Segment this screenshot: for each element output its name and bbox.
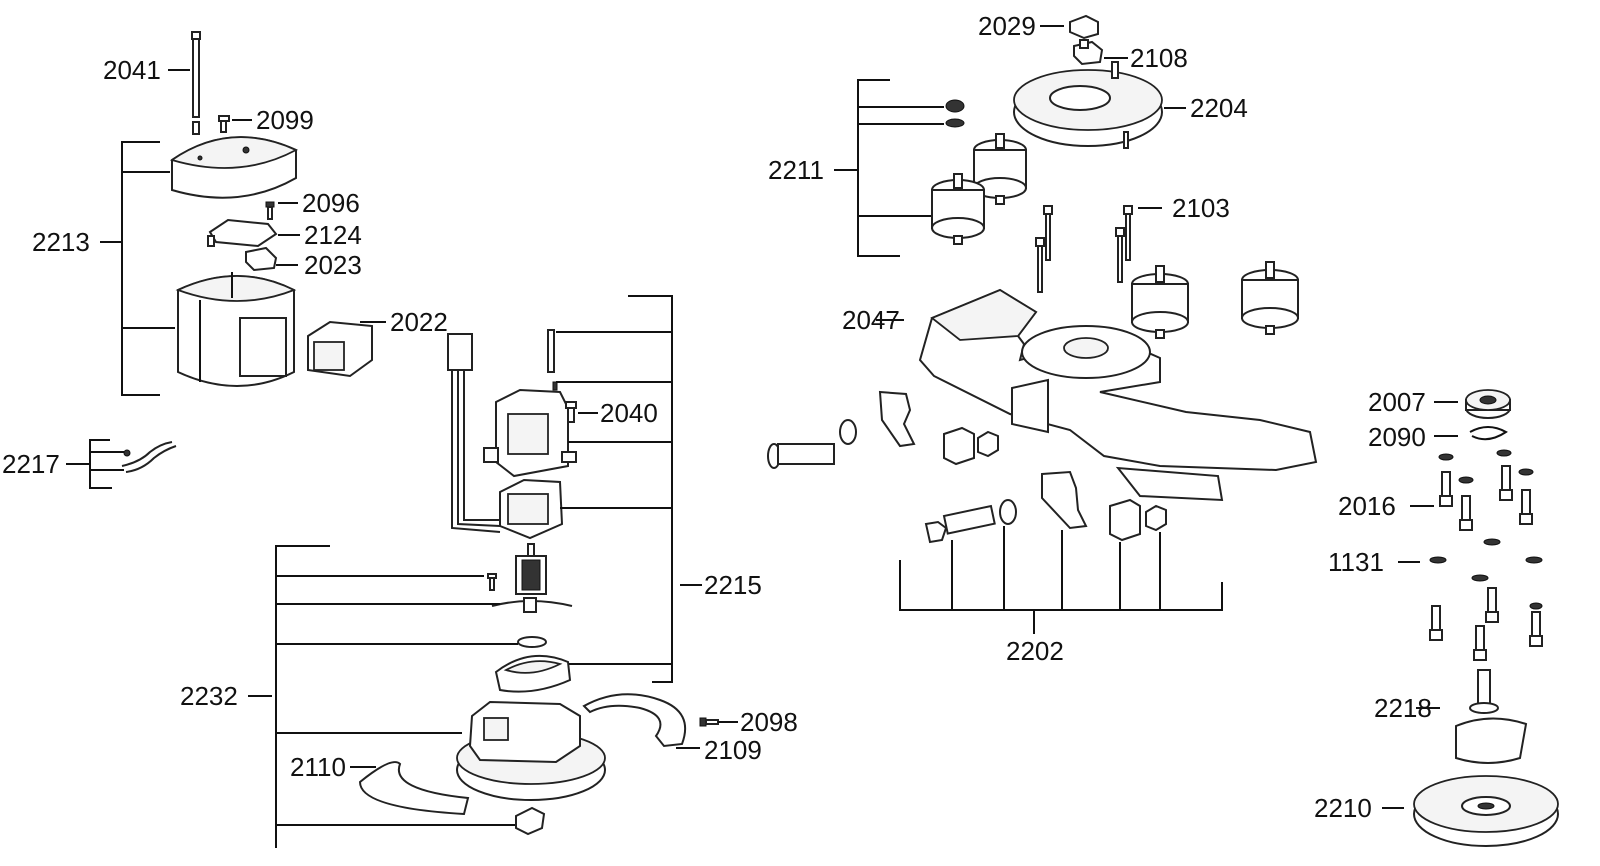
part-2218-hub xyxy=(1455,669,1528,764)
part-motor-cap xyxy=(169,136,299,199)
bracket-2232 xyxy=(275,545,330,848)
part-2098-screw xyxy=(699,717,719,727)
part-2217-cable-clip xyxy=(121,441,177,473)
label-2023: 2023 xyxy=(304,250,362,280)
label-2040: 2040 xyxy=(600,398,658,428)
part-damper-3 xyxy=(1131,265,1189,339)
bracket-2211 xyxy=(857,79,900,257)
label-2099: 2099 xyxy=(256,105,314,135)
label-2110: 2110 xyxy=(290,752,346,782)
part-field-coil xyxy=(499,478,564,540)
label-2218: 2218 xyxy=(1374,693,1432,723)
bracket-2217 xyxy=(89,439,112,489)
part-damper-1 xyxy=(973,133,1027,205)
label-2215: 2215 xyxy=(704,570,762,600)
part-cable-harness xyxy=(447,333,501,533)
part-2047-frame xyxy=(918,288,1318,502)
label-2016: 2016 xyxy=(1338,491,1396,521)
part-2204-top-plate xyxy=(1013,61,1163,149)
label-2022: 2022 xyxy=(390,307,448,337)
label-2007: 2007 xyxy=(1368,387,1426,417)
part-2103-bolts xyxy=(1035,205,1133,293)
part-2202-hardware-lower xyxy=(924,470,1167,544)
part-2202-hardware-upper xyxy=(767,390,999,469)
label-2202: 2202 xyxy=(1006,636,1064,666)
part-damper-2 xyxy=(931,173,985,245)
label-2108: 2108 xyxy=(1130,43,1188,73)
part-2016-bolts xyxy=(1438,449,1534,531)
label-2213: 2213 xyxy=(32,227,90,257)
label-2124: 2124 xyxy=(304,220,362,250)
part-2211-nut xyxy=(945,99,965,113)
part-base-gearbox xyxy=(456,700,606,801)
part-gear-ring xyxy=(494,655,572,693)
part-2110-guard xyxy=(358,761,470,816)
part-2124-plate xyxy=(207,218,278,248)
part-2210-base-plate xyxy=(1413,775,1559,847)
bracket-2213 xyxy=(121,141,160,396)
label-2211: 2211 xyxy=(768,155,824,185)
label-2204: 2204 xyxy=(1190,93,1248,123)
part-2090-circlip xyxy=(1469,426,1508,441)
label-2232: 2232 xyxy=(180,681,238,711)
part-2096-screw xyxy=(265,201,275,220)
bracket-2215 xyxy=(628,295,673,683)
label-2217: 2217 xyxy=(2,449,60,479)
part-1131-washers xyxy=(1429,538,1543,661)
label-2041: 2041 xyxy=(103,55,161,85)
label-2090: 2090 xyxy=(1368,422,1426,452)
part-2023-block xyxy=(245,246,278,272)
label-2210: 2210 xyxy=(1314,793,1372,823)
part-2040-screw xyxy=(565,401,577,423)
label-1131: 1131 xyxy=(1328,547,1384,577)
label-2029: 2029 xyxy=(978,11,1036,41)
label-2103: 2103 xyxy=(1172,193,1230,223)
part-damper-4 xyxy=(1241,261,1299,335)
part-motor-stator-top xyxy=(483,329,577,478)
part-2108-connector xyxy=(1073,39,1104,66)
part-2022-switch xyxy=(307,320,373,378)
label-2098: 2098 xyxy=(740,707,798,737)
part-2007-bearing xyxy=(1465,389,1511,419)
part-2029-clip xyxy=(1069,14,1099,40)
label-2047: 2047 xyxy=(842,305,900,335)
part-motor-housing xyxy=(175,272,297,387)
part-2041-long-bolt xyxy=(191,31,201,135)
label-2096: 2096 xyxy=(302,188,360,218)
label-2109: 2109 xyxy=(704,735,762,765)
part-2099-screw xyxy=(218,115,230,133)
part-bottom-coupler xyxy=(515,806,546,836)
part-armature xyxy=(487,543,573,613)
part-2109-clamp xyxy=(582,693,687,748)
part-o-ring xyxy=(517,636,547,648)
part-2211-washer xyxy=(945,118,965,128)
